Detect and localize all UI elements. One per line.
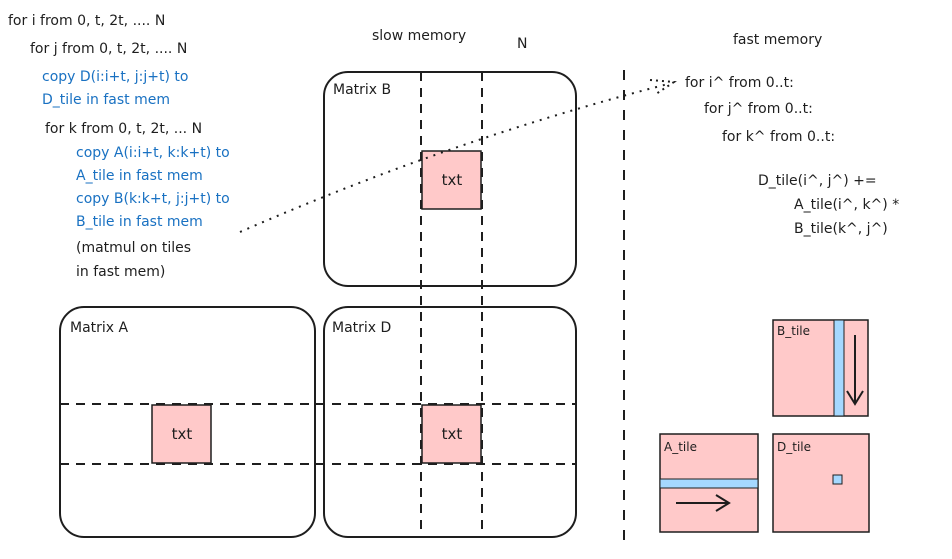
code-line-k-loop: for k from 0, t, 2t, ... N (45, 121, 203, 137)
fast-code-i-loop: for i^ from 0..t: (685, 75, 794, 91)
matrix-a-box (59, 306, 316, 538)
b-tile-label: B_tile (777, 324, 810, 338)
dotted-arrow-head (649, 79, 677, 95)
b-tile-stripe (833, 319, 845, 417)
matrix-d-label: Matrix D (332, 320, 392, 336)
matrix-b-box (323, 71, 577, 287)
fast-code-a-term: A_tile(i^, k^) * (794, 197, 900, 213)
fast-code-k-loop: for k^ from 0..t: (722, 129, 836, 145)
slow-memory-label: slow memory (372, 28, 467, 44)
code-line-d-tile: D_tile in fast mem (42, 92, 170, 108)
code-line-fast-mem: in fast mem) (76, 264, 166, 280)
a-tile-label: A_tile (664, 440, 697, 454)
d-tile-cell (832, 474, 843, 485)
code-line-copy-b: copy B(k:k+t, j:j+t) to (76, 191, 230, 207)
code-line-copy-a: copy A(i:i+t, k:k+t) to (76, 145, 230, 161)
d-tile-label: D_tile (777, 440, 811, 454)
a-tile-arrowhead (715, 494, 731, 512)
fast-memory-label: fast memory (733, 32, 823, 48)
d-tile-slow (421, 404, 482, 464)
a-tile-text: txt (171, 425, 193, 443)
d-tile-fast (772, 433, 870, 533)
a-tile-slow (151, 404, 212, 464)
n-label: N (517, 36, 528, 52)
code-line-i-loop: for i from 0, t, 2t, .... N (8, 13, 166, 29)
a-tile-stripe (659, 478, 759, 489)
d-tile-text: txt (441, 425, 463, 443)
b-tile-arrowhead (846, 390, 864, 406)
fast-code-j-loop: for j^ from 0..t: (704, 101, 813, 117)
matrix-b-label: Matrix B (333, 82, 392, 98)
b-tile-slow (421, 150, 482, 210)
fast-code-b-term: B_tile(k^, j^) (794, 221, 888, 237)
code-line-j-loop: for j from 0, t, 2t, .... N (30, 41, 188, 57)
code-line-a-tile: A_tile in fast mem (76, 168, 203, 184)
b-tile-text: txt (441, 171, 463, 189)
matrix-a-label: Matrix A (70, 320, 129, 336)
code-line-matmul: (matmul on tiles (76, 240, 192, 256)
code-line-copy-d: copy D(i:i+t, j:j+t) to (42, 69, 189, 85)
code-line-b-tile: B_tile in fast mem (76, 214, 203, 230)
fast-code-d-update: D_tile(i^, j^) += (758, 173, 877, 189)
matrix-d-box (323, 306, 577, 538)
